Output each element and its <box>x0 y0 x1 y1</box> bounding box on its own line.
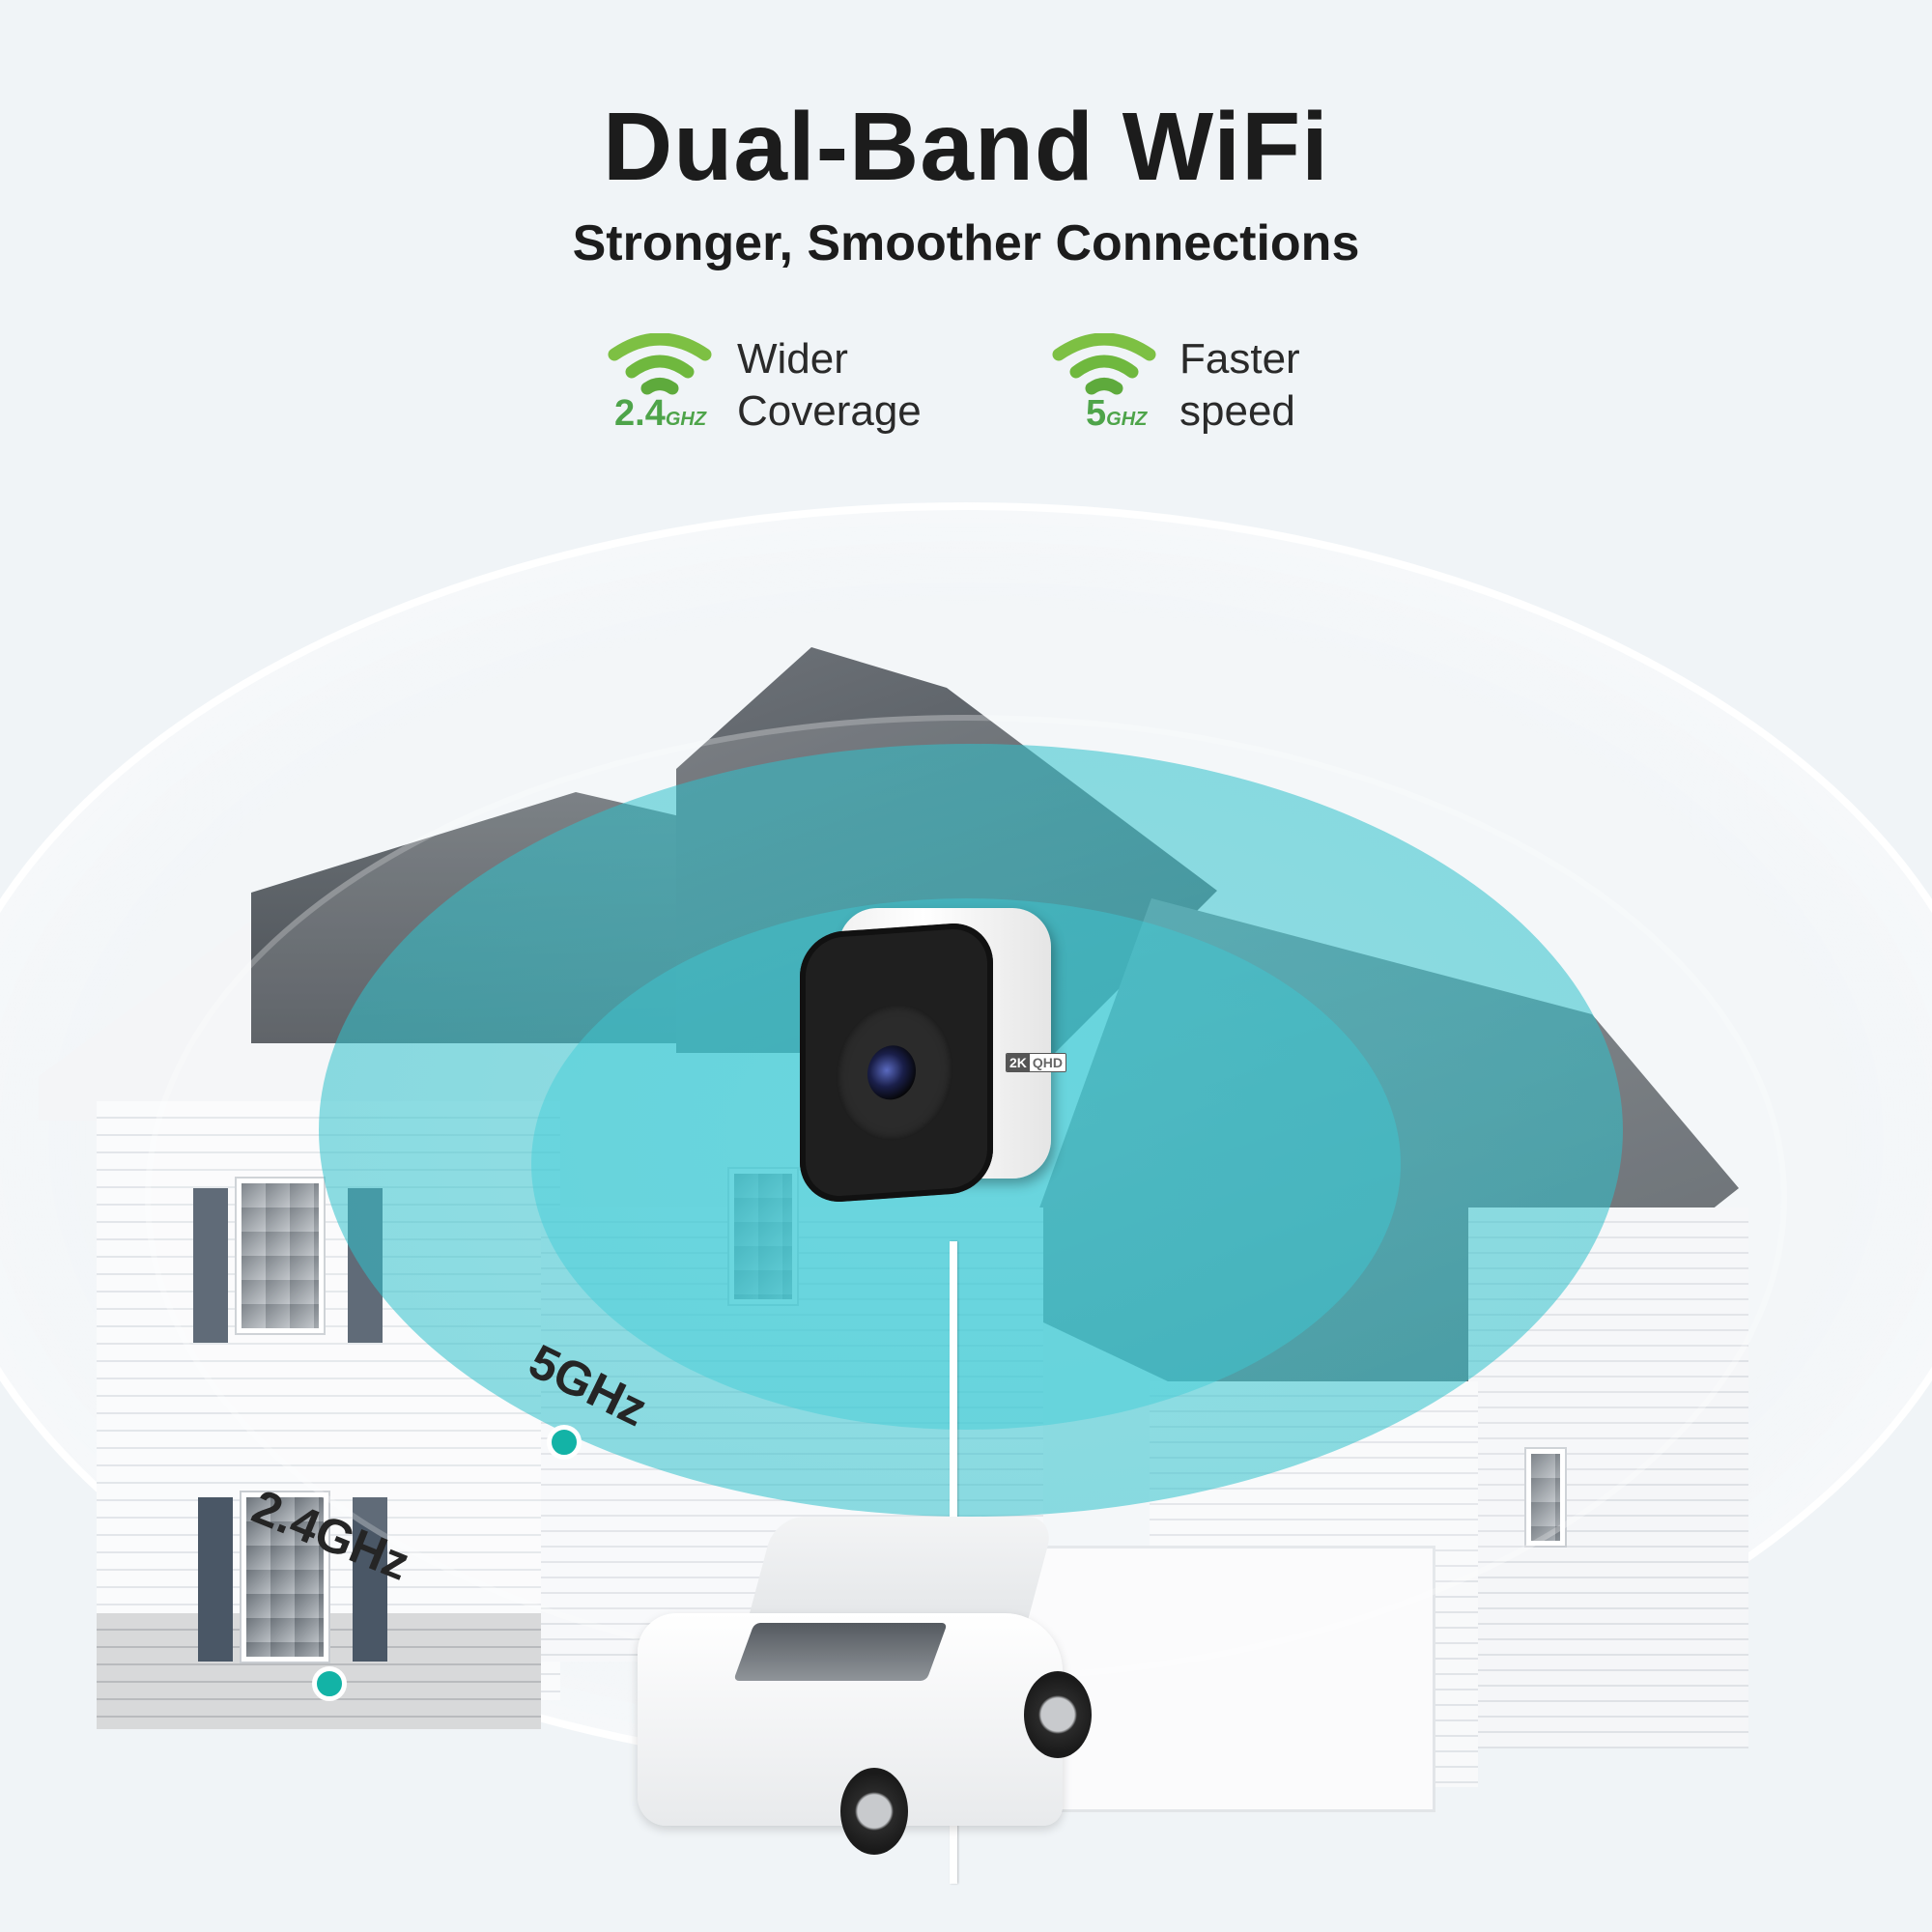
wifi-icon <box>608 333 712 395</box>
page-title: Dual-Band WiFi <box>603 93 1329 201</box>
band-badge: 5GHZ <box>1086 393 1147 435</box>
feature-2-4ghz: 2.4GHZ Wider Coverage <box>607 333 974 440</box>
band-number: 2.4 <box>614 393 666 434</box>
page-subtitle: Stronger, Smoother Connections <box>572 215 1360 271</box>
feature-line-1: Faster <box>1179 335 1300 383</box>
car-wheel <box>840 1768 908 1855</box>
feature-line-2: speed <box>1179 387 1295 435</box>
band-marker-dot <box>312 1666 347 1701</box>
house-window <box>242 1492 328 1662</box>
band-unit: GHZ <box>665 409 707 430</box>
suv-illustration <box>638 1478 1092 1903</box>
feature-description: Wider Coverage <box>737 333 922 438</box>
band-badge: 2.4GHZ <box>614 393 706 435</box>
feature-description: Faster speed <box>1179 333 1300 438</box>
camera-face <box>800 921 993 1205</box>
band-marker-dot <box>547 1425 582 1460</box>
car-wheel <box>1024 1671 1092 1758</box>
feature-line-1: Wider <box>737 335 848 383</box>
badge-2k: 2K <box>1007 1054 1030 1071</box>
shutter <box>198 1497 233 1662</box>
camera-lens-ring <box>837 1000 952 1145</box>
camera-lens-icon <box>867 1043 916 1102</box>
feature-line-2: Coverage <box>737 387 922 435</box>
wifi-icon <box>1052 333 1156 395</box>
car-windshield <box>733 1623 948 1681</box>
feature-5ghz: 5GHZ Faster speed <box>1051 333 1341 440</box>
band-number: 5 <box>1086 393 1107 434</box>
band-unit: GHZ <box>1106 409 1148 430</box>
badge-qhd: QHD <box>1029 1054 1066 1071</box>
